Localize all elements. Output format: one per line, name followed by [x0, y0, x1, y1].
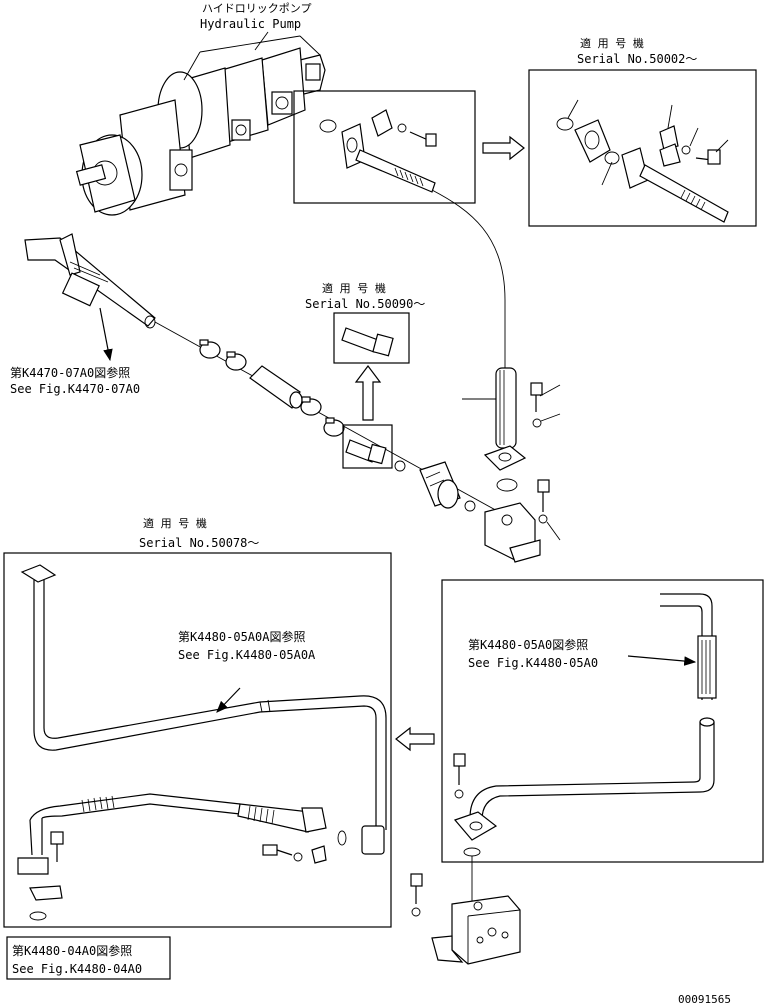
detail-box-bottom-right — [441, 579, 764, 863]
pump-leader-line — [254, 31, 269, 51]
lower-pipe — [469, 717, 715, 821]
ref-arrow — [99, 307, 113, 362]
detail-box-bottom-left — [3, 552, 392, 928]
half-clamp — [371, 109, 393, 137]
mount-block — [484, 502, 541, 563]
washer — [532, 418, 542, 428]
o-ring — [496, 478, 518, 492]
detail-box-right — [528, 69, 757, 227]
valve-block — [431, 895, 521, 965]
o-ring — [464, 500, 476, 512]
half-clamp — [29, 885, 63, 901]
o-ring — [29, 911, 47, 921]
serial-50090-jp: 適 用 号 機 — [322, 281, 386, 295]
ref-arrow-k4480 — [627, 655, 697, 666]
washer — [293, 852, 303, 862]
ref-k4470-jp: 第K4470-07A0図参照 — [10, 365, 130, 380]
o-ring — [337, 830, 347, 846]
washer — [454, 789, 464, 799]
bolt — [410, 873, 423, 904]
flange — [483, 445, 527, 471]
bolt — [453, 753, 466, 785]
arrow-up — [354, 365, 382, 421]
o-ring — [556, 117, 574, 131]
ref-k4480a-jp: 第K4480-05A0A図参照 — [178, 629, 305, 644]
lower-hose — [29, 793, 327, 856]
bolt — [695, 149, 721, 165]
bolt — [530, 382, 543, 412]
adapter-fitting — [345, 439, 387, 465]
arrow-left — [395, 726, 435, 752]
vertical-hose — [495, 367, 517, 449]
washer — [538, 514, 548, 524]
flange — [17, 857, 49, 875]
drawing-number: 00091565 — [678, 993, 731, 1006]
hose — [249, 365, 303, 409]
bolt — [50, 831, 64, 862]
washer — [397, 123, 407, 133]
ref-k4480-en: See Fig.K4480-05A0 — [468, 656, 598, 670]
adapter-box — [342, 424, 393, 469]
half-clamp — [659, 143, 681, 167]
hydraulic-pump — [75, 35, 326, 216]
pressure-pipe — [20, 564, 387, 855]
pump-label-jp: ハイドロリックポンプ — [202, 2, 311, 15]
flange-block — [574, 119, 611, 163]
serial-50002-en: Serial No.50002～ — [577, 52, 697, 66]
bolt — [537, 479, 550, 512]
o-ring — [463, 847, 481, 857]
serial-50090-box — [333, 312, 410, 364]
arrow-right — [482, 135, 525, 161]
hose-clamp — [323, 417, 345, 437]
o-ring — [604, 151, 620, 165]
hose — [355, 149, 436, 193]
flange — [453, 811, 498, 841]
suction-pipe — [24, 233, 156, 329]
hose-line — [431, 189, 506, 368]
serial-50078-en: Serial No.50078～ — [139, 536, 259, 550]
ref-k4470-en: See Fig.K4470-07A0 — [10, 382, 140, 396]
o-ring — [394, 460, 406, 472]
bolt — [262, 844, 293, 856]
hose-clamp — [225, 351, 247, 371]
serial-50002-jp: 適 用 号 機 — [580, 36, 644, 50]
half-clamp — [311, 845, 327, 864]
hose-clamp — [300, 396, 322, 416]
connector — [419, 461, 461, 509]
serial-50078-jp: 適 用 号 機 — [143, 516, 207, 530]
ref-k4480-04-jp: 第K4480-04A0図参照 — [12, 943, 132, 958]
serial-50090-en: Serial No.50090～ — [305, 297, 425, 311]
ref-k4480-jp: 第K4480-05A0図参照 — [468, 637, 588, 652]
adapter-fitting-alt — [341, 327, 394, 357]
upper-pipe — [660, 593, 717, 700]
ref-k4480-04-box — [6, 936, 171, 980]
detail-box-top — [293, 90, 476, 204]
washer — [411, 907, 421, 917]
ref-k4480-04-en: See Fig.K4480-04A0 — [12, 962, 142, 976]
ref-arrow-k4480a — [216, 687, 241, 713]
bolt — [409, 131, 437, 147]
hose-clamp — [199, 339, 221, 359]
hose-end — [621, 147, 729, 223]
washer — [681, 145, 691, 155]
o-ring — [319, 119, 337, 133]
pump-label-en: Hydraulic Pump — [200, 17, 301, 31]
ref-k4480a-en: See Fig.K4480-05A0A — [178, 648, 316, 662]
